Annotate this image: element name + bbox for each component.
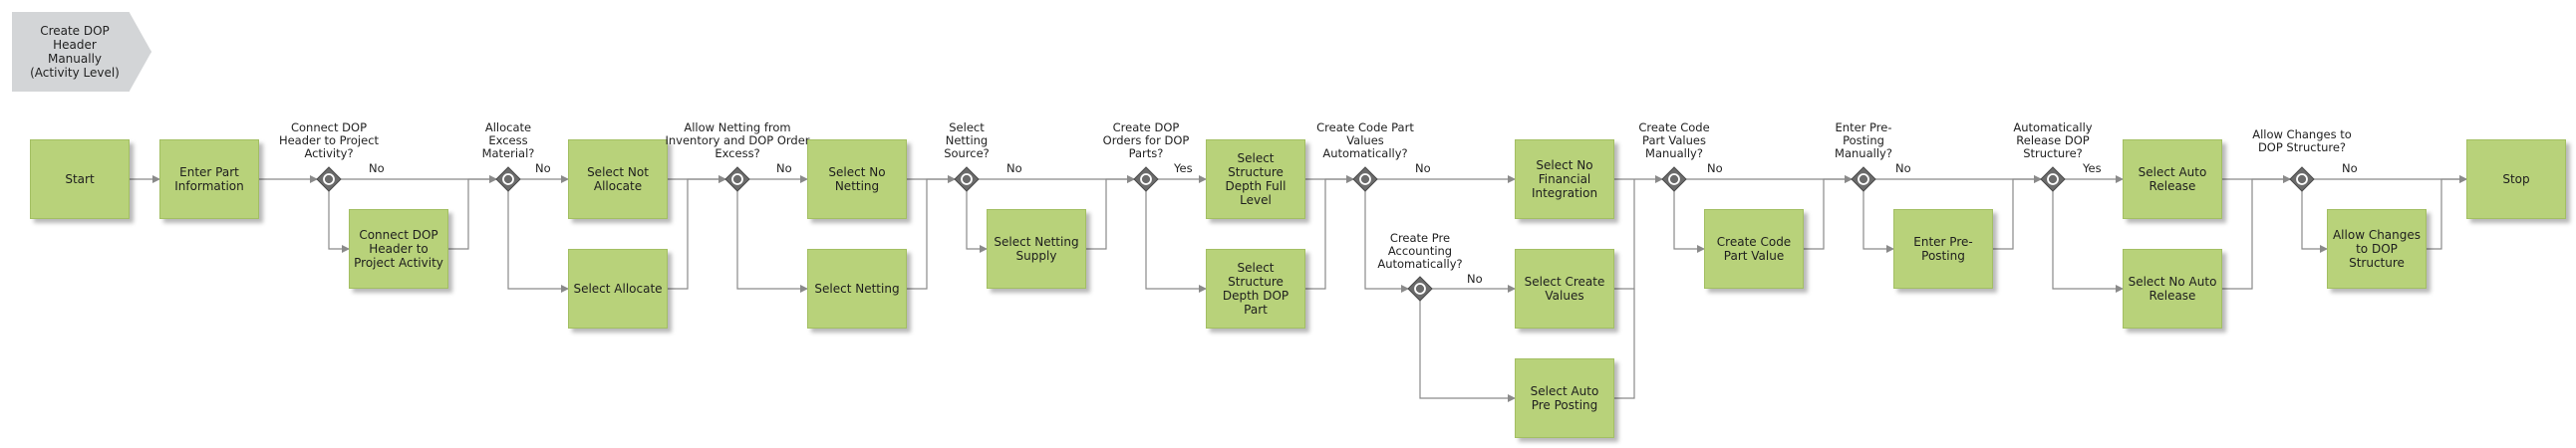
select-netting-label: Select Netting — [814, 282, 900, 296]
start-label: Start — [65, 172, 95, 186]
edge-createcode-g9 — [1804, 175, 1853, 250]
connect-dop-header-label: Connect DOP Header to Project Activity — [354, 228, 443, 270]
edge-label-codeauto-no: No — [1415, 161, 1431, 175]
gateway-orders-icon — [1133, 166, 1159, 192]
select-no-financial-integration-label: Select No Financial Integration — [1531, 158, 1598, 200]
gateway-changes-label: Allow Changes to DOP Structure? — [2252, 127, 2352, 154]
select-structure-depth-full-level-task[interactable]: Select Structure Depth Full Level — [1206, 139, 1305, 219]
select-structure-depth-dop-part-label: Select Structure Depth DOP Part — [1222, 261, 1289, 317]
select-no-netting-task[interactable]: Select No Netting — [807, 139, 907, 219]
select-not-allocate-task[interactable]: Select Not Allocate — [568, 139, 668, 219]
gateway-allocate-icon — [495, 166, 521, 192]
edge-noautorelease-g11 — [2222, 175, 2291, 290]
edge-g5-dop-part — [1145, 191, 1207, 293]
edge-g4-supply — [966, 191, 988, 253]
edge-g3-netting — [736, 191, 808, 293]
select-auto-pre-posting-label: Select Auto Pre Posting — [1530, 384, 1599, 412]
edge-label-source-no: No — [1006, 161, 1022, 175]
edge-doppart-g6 — [1305, 175, 1354, 290]
gateway-netting-icon — [724, 166, 750, 192]
select-no-auto-release-task[interactable]: Select No Auto Release — [2123, 249, 2222, 329]
edge-g9-prepost — [1862, 191, 1894, 253]
select-netting-task[interactable]: Select Netting — [807, 249, 907, 329]
gateway-markers — [316, 166, 2315, 302]
enter-part-information-task[interactable]: Enter Part Information — [159, 139, 259, 219]
edge-g8-createcode — [1673, 191, 1705, 253]
enter-part-information-label: Enter Part Information — [174, 165, 244, 193]
allow-changes-to-dop-structure-task[interactable]: Allow Changes to DOP Structure — [2327, 209, 2427, 289]
enter-pre-posting-task[interactable]: Enter Pre-Posting — [1893, 209, 1993, 289]
gateway-allocate-label: Allocate Excess Material? — [481, 120, 535, 160]
select-netting-supply-label: Select Netting Supply — [994, 235, 1079, 263]
stop-label: Stop — [2502, 172, 2530, 186]
gateway-codeman-label: Create Code Part Values Manually? — [1638, 120, 1710, 160]
gateway-release-label: Automatically Release DOP Structure? — [2013, 120, 2093, 160]
edge-label-orders-yes: Yes — [1174, 161, 1193, 175]
select-auto-release-task[interactable]: Select Auto Release — [2123, 139, 2222, 219]
select-no-auto-release-label: Select No Auto Release — [2128, 275, 2217, 303]
select-auto-pre-posting-task[interactable]: Select Auto Pre Posting — [1515, 358, 1614, 438]
edge-autopre-merge — [1614, 289, 1635, 399]
gateway-changes-icon — [2289, 166, 2315, 192]
connect-dop-header-task[interactable]: Connect DOP Header to Project Activity — [349, 209, 448, 289]
gateway-connect-label: Connect DOP Header to Project Activity? — [278, 120, 380, 160]
edge-supply-g5 — [1086, 175, 1135, 250]
select-no-financial-integration-task[interactable]: Select No Financial Integration — [1515, 139, 1614, 219]
edge-g11-allowchanges — [2301, 191, 2328, 253]
gateway-preacc-label: Create Pre Accounting Automatically? — [1377, 231, 1463, 271]
edge-netting-g4 — [907, 175, 956, 290]
enter-pre-posting-label: Enter Pre-Posting — [1913, 235, 1973, 263]
select-netting-supply-task[interactable]: Select Netting Supply — [987, 209, 1086, 289]
edge-g2-allocate — [507, 191, 569, 293]
gateway-codeman-icon — [1661, 166, 1687, 192]
edge-g7-autopre — [1419, 301, 1516, 402]
edge-label-netting-no: No — [776, 161, 792, 175]
gateway-source-icon — [954, 166, 980, 192]
edge-prepost-g10 — [1993, 175, 2042, 250]
select-auto-release-label: Select Auto Release — [2138, 165, 2207, 193]
edge-g10-noauto — [2052, 191, 2124, 293]
select-create-values-task[interactable]: Select Create Values — [1515, 249, 1614, 329]
edge-allowchanges-stop — [2427, 175, 2467, 250]
edge-label-prepost-no: No — [1895, 161, 1911, 175]
select-structure-depth-dop-part-task[interactable]: Select Structure Depth DOP Part — [1206, 249, 1305, 329]
gateway-source-label: Select Netting Source? — [944, 120, 990, 160]
gateway-orders-label: Create DOP Orders for DOP Parts? — [1102, 120, 1190, 160]
edge-label-preacc-no: No — [1467, 272, 1483, 286]
gateway-prepost-label: Enter Pre-Posting Manually? — [1835, 120, 1892, 160]
edge-label-codeman-no: No — [1707, 161, 1723, 175]
edge-label-release-yes: Yes — [2083, 161, 2102, 175]
edge-label-allocate-no: No — [535, 161, 551, 175]
gateway-preacc-icon — [1407, 276, 1433, 302]
gateway-codeauto-label: Create Code Part Values Automatically? — [1316, 120, 1414, 160]
edge-label-changes-no: No — [2342, 161, 2358, 175]
process-title: Create DOP Header Manually (Activity Lev… — [12, 12, 151, 92]
select-allocate-label: Select Allocate — [573, 282, 663, 296]
connector-edges — [130, 175, 2467, 402]
edge-label-connect-no: No — [369, 161, 385, 175]
gateway-netting-label: Allow Netting from Inventory and DOP Ord… — [665, 120, 810, 160]
stop-event[interactable]: Stop — [2466, 139, 2566, 219]
create-code-part-value-label: Create Code Part Value — [1716, 235, 1792, 263]
select-allocate-task[interactable]: Select Allocate — [568, 249, 668, 329]
gateway-prepost-icon — [1851, 166, 1876, 192]
edge-allocate-g3 — [668, 175, 726, 290]
select-structure-depth-full-level-label: Select Structure Depth Full Level — [1225, 151, 1287, 207]
edge-g6-g7 — [1364, 191, 1409, 293]
gateway-codeauto-icon — [1352, 166, 1378, 192]
create-code-part-value-task[interactable]: Create Code Part Value — [1704, 209, 1804, 289]
allow-changes-to-dop-structure-label: Allow Changes to DOP Structure — [2332, 228, 2422, 270]
edge-connect-g2 — [448, 175, 497, 250]
gateway-release-icon — [2040, 166, 2066, 192]
select-not-allocate-label: Select Not Allocate — [587, 165, 649, 193]
select-create-values-label: Select Create Values — [1524, 275, 1605, 303]
select-no-netting-label: Select No Netting — [828, 165, 886, 193]
edge-createvalues-merge — [1614, 179, 1635, 290]
start-event[interactable]: Start — [30, 139, 130, 219]
edge-g1-connect — [328, 191, 350, 253]
process-title-text: Create DOP Header Manually (Activity Lev… — [30, 24, 120, 80]
gateway-connect-icon — [316, 166, 342, 192]
